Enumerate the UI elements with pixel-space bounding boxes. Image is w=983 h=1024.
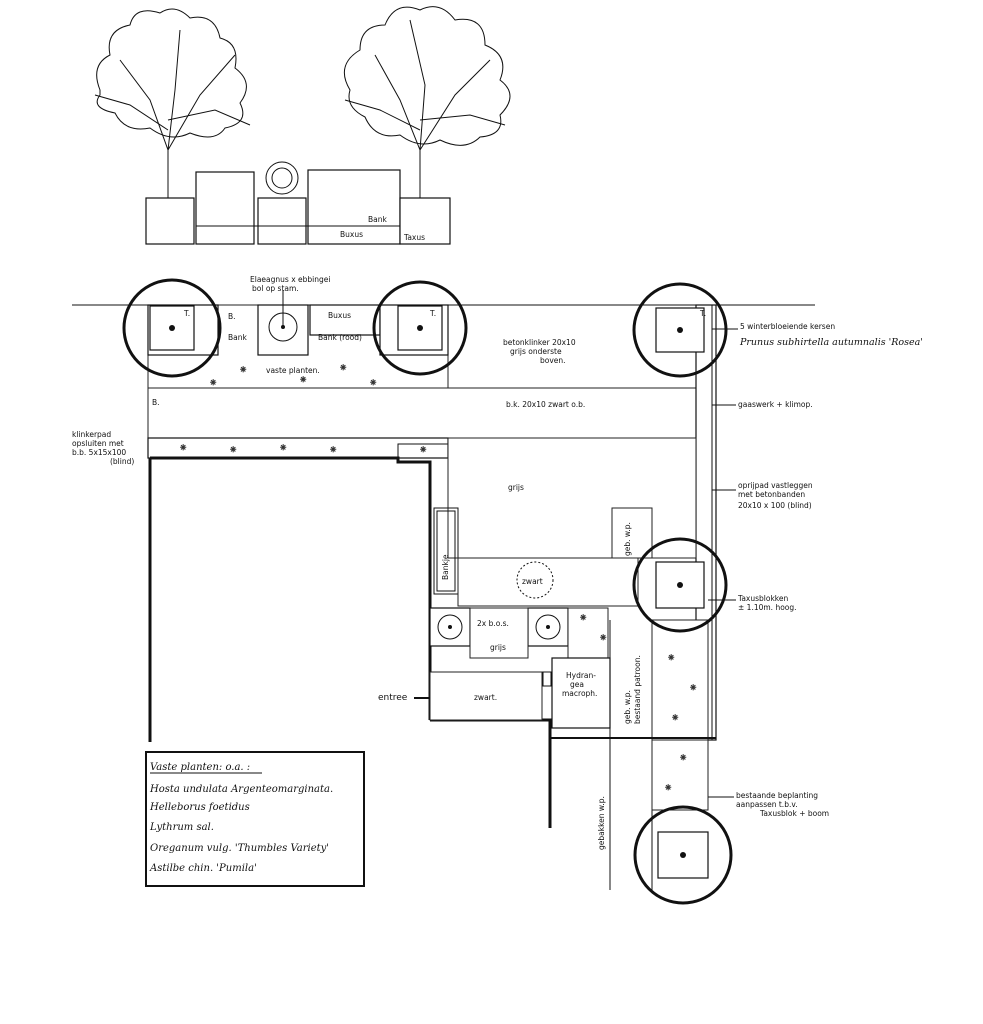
legend-item: Helleborus foetidus — [149, 802, 250, 813]
label-klinkerpad-4: (blind) — [110, 457, 134, 466]
legend-item: Oreganum vulg. 'Thumbles Variety' — [150, 843, 329, 854]
annotation-oprijpad-3: 20x10 x 100 (blind) — [738, 501, 812, 510]
elevation-label-taxus: Taxus — [403, 233, 425, 242]
annotation-kersen-2: Prunus subhirtella autumnalis 'Rosea' — [739, 337, 923, 348]
label-grijs-2: grijs — [490, 643, 506, 652]
annotation-taxus-2: ± 1.10m. hoog. — [738, 603, 797, 612]
svg-text:✳: ✳ — [600, 633, 606, 642]
svg-text:✳: ✳ — [690, 683, 696, 692]
label-betonklinker-1: betonklinker 20x10 — [503, 338, 576, 347]
legend-item: Lythrum sal. — [149, 822, 214, 833]
label-hydrangea-3: macroph. — [562, 689, 597, 698]
annotation-kersen-1: 5 winterbloeiende kersen — [740, 322, 835, 331]
entrance-path — [429, 671, 543, 721]
annotation-oprijpad-2: met betonbanden — [738, 490, 805, 499]
tree-top-middle — [372, 280, 468, 376]
label-zwart-center: zwart — [522, 577, 543, 586]
label-gebakken-wp: gebakken w.p. — [597, 796, 606, 850]
elevation-hedge-blocks — [145, 169, 451, 245]
svg-text:✳: ✳ — [370, 378, 376, 387]
elevation-ball-shrub — [265, 161, 299, 195]
lower-right-bed — [651, 739, 709, 811]
label-betonklinker-3: boven. — [540, 356, 566, 365]
annotation-bestaande-3: Taxusblok + boom — [759, 809, 829, 818]
label-grijs-1: grijs — [508, 483, 524, 492]
label-t3: T. — [699, 309, 706, 318]
label-zwart-entree: zwart. — [474, 693, 497, 702]
label-b-top: B. — [228, 312, 236, 321]
annotation-bestaande-2: aanpassen t.b.v. — [736, 800, 798, 809]
svg-text:✳: ✳ — [210, 378, 216, 387]
plant-legend: Vaste planten: o.a. : Hosta undulata Arg… — [145, 751, 365, 887]
zwart-strip — [457, 557, 639, 607]
label-hydrangea-1: Hydran- — [566, 671, 596, 680]
label-entree: entree — [378, 693, 408, 703]
legend-item: Hosta undulata Argenteomarginata. — [149, 784, 333, 795]
label-klinkerpad-1: klinkerpad — [72, 430, 111, 439]
tree-middle-right — [632, 537, 728, 633]
tree-bottom-right — [633, 805, 733, 905]
label-elaeagnus: Elaeagnus x ebbingei — [250, 275, 330, 284]
svg-text:✳: ✳ — [230, 445, 236, 454]
courtyard-grijs — [447, 437, 697, 559]
annotation-leaders — [708, 328, 738, 798]
svg-text:✳: ✳ — [580, 613, 586, 622]
label-t1: T. — [183, 309, 190, 318]
tree-top-left — [122, 278, 222, 378]
elevation-tree-left — [94, 8, 251, 200]
plan-view: ✳ ✳ ✳ ✳ ✳ ✳ ✳ ✳ ✳ ✳ ✳ ✳ ✳ ✳ ✳ ✳ ✳ — [72, 275, 923, 905]
label-klinkerpad-3: b.b. 5x15x100 — [72, 448, 126, 457]
label-vaste-planten: vaste planten. — [266, 366, 320, 375]
lower-hedge-strip — [147, 437, 449, 459]
label-klinkerpad-2: opsluiten met — [72, 439, 124, 448]
geb-wp-strip — [611, 507, 653, 559]
label-bank-rood: Bank (rood) — [318, 333, 362, 342]
label-bk-zwart: b.k. 20x10 zwart o.b. — [506, 400, 585, 409]
annotation-bestaande-1: bestaande beplanting — [736, 791, 818, 800]
svg-text:✳: ✳ — [672, 713, 678, 722]
elevation-tree-right — [343, 6, 511, 200]
bench — [433, 507, 459, 595]
elaeagnus-symbol — [268, 290, 298, 342]
label-bos: 2x b.o.s. — [477, 619, 509, 628]
elevation-label-buxus: Buxus — [340, 230, 363, 239]
annotation-taxus-1: Taxusblokken — [737, 594, 789, 603]
svg-text:✳: ✳ — [180, 443, 186, 452]
label-geb-wp: geb. w.p. — [623, 522, 632, 556]
label-bank-left: Bank — [228, 333, 247, 342]
svg-text:✳: ✳ — [240, 365, 246, 374]
label-bankje: Bankje — [441, 554, 450, 580]
elevation-view: Bank Buxus Taxus — [94, 6, 511, 245]
annotation-oprijpad-1: oprijpad vastleggen — [738, 481, 813, 490]
legend-item: Astilbe chin. 'Pumila' — [149, 863, 257, 874]
right-column-bed — [651, 619, 709, 741]
tree-top-right — [632, 282, 728, 378]
label-elaeagnus-sub: bol op stam. — [252, 284, 299, 293]
label-betonklinker-2: grijs onderste — [510, 347, 562, 356]
plant-symbols: ✳ ✳ ✳ ✳ ✳ ✳ ✳ ✳ ✳ ✳ ✳ ✳ ✳ ✳ ✳ ✳ ✳ — [180, 363, 697, 793]
label-buxus: Buxus — [328, 311, 351, 320]
svg-text:✳: ✳ — [680, 753, 686, 762]
svg-text:✳: ✳ — [668, 653, 674, 662]
label-geb-wp-patroon-1: geb. w.p. — [623, 690, 632, 724]
svg-text:✳: ✳ — [330, 445, 336, 454]
svg-text:✳: ✳ — [280, 443, 286, 452]
label-b-left: B. — [152, 398, 160, 407]
hydrangea-bed — [551, 657, 611, 729]
label-geb-wp-patroon-2: bestaand patroon. — [633, 655, 642, 724]
legend-title: Vaste planten: o.a. : — [150, 762, 250, 773]
paving-strip-zwart — [147, 387, 697, 439]
svg-text:✳: ✳ — [340, 363, 346, 372]
annotation-gaaswerk: gaaswerk + klimop. — [738, 400, 813, 409]
label-hydrangea-2: gea — [570, 680, 584, 689]
label-t2: T. — [429, 309, 436, 318]
svg-text:✳: ✳ — [420, 445, 426, 454]
svg-text:✳: ✳ — [300, 375, 306, 384]
elevation-label-bank: Bank — [368, 215, 387, 224]
svg-text:✳: ✳ — [665, 783, 671, 792]
